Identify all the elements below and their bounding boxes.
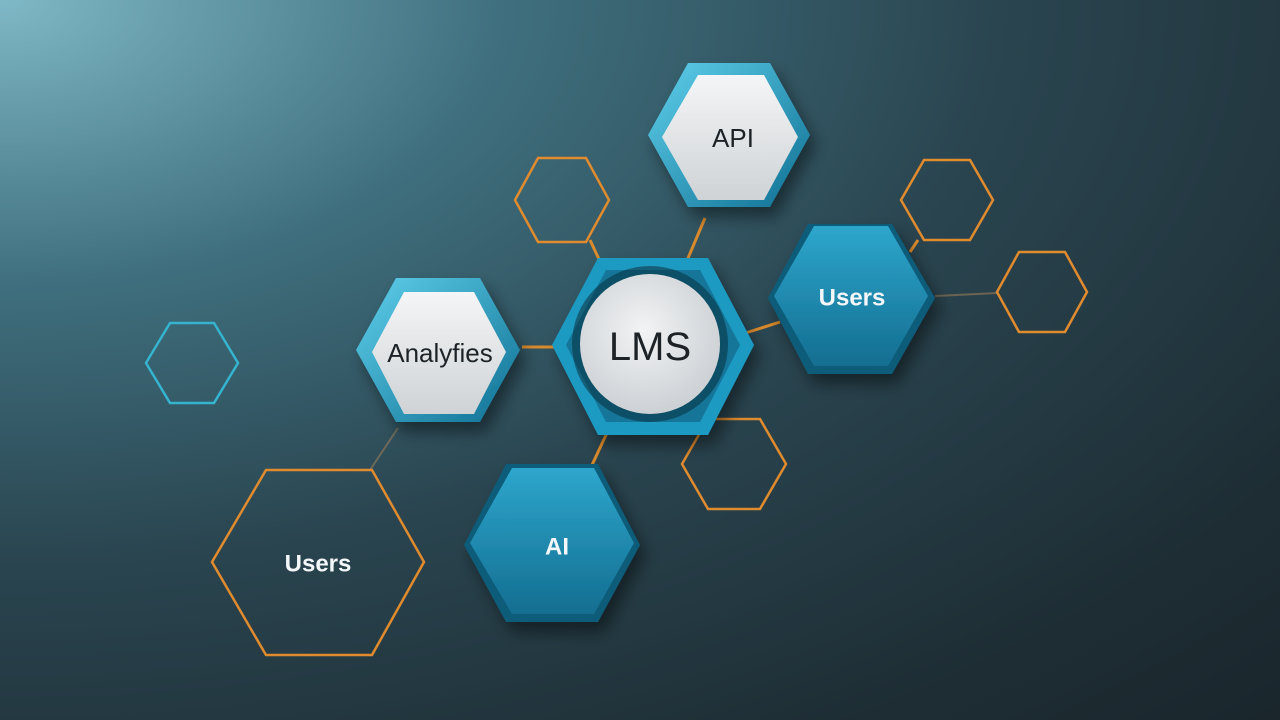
node-analytics-label: Analyfies (387, 338, 493, 368)
node-lms-hub[interactable]: LMS (552, 258, 754, 435)
node-api[interactable]: API (648, 63, 810, 207)
outline-hexagon-top-right (899, 158, 995, 242)
node-users-right-label: Users (819, 285, 886, 312)
node-users-left-label: Users (285, 551, 352, 578)
node-api-label: API (712, 123, 754, 153)
outline-hexagons (144, 156, 1089, 511)
outline-hexagon-right (995, 250, 1089, 334)
connector-users-outline-right (934, 292, 999, 297)
node-lms-hub-label: LMS (609, 325, 691, 369)
connector-users-outline-top-right (908, 239, 920, 253)
node-ai-label: AI (545, 534, 569, 561)
connector-analytics-users-left (369, 427, 399, 471)
outline-hexagon-top-left (513, 156, 611, 244)
node-ai[interactable]: AI (464, 464, 640, 622)
outline-hexagon-left-cyan (144, 321, 240, 405)
node-users-right[interactable]: Users (768, 224, 935, 374)
node-users-left[interactable]: Users (210, 468, 426, 657)
node-analytics[interactable]: Analyfies (356, 278, 520, 422)
